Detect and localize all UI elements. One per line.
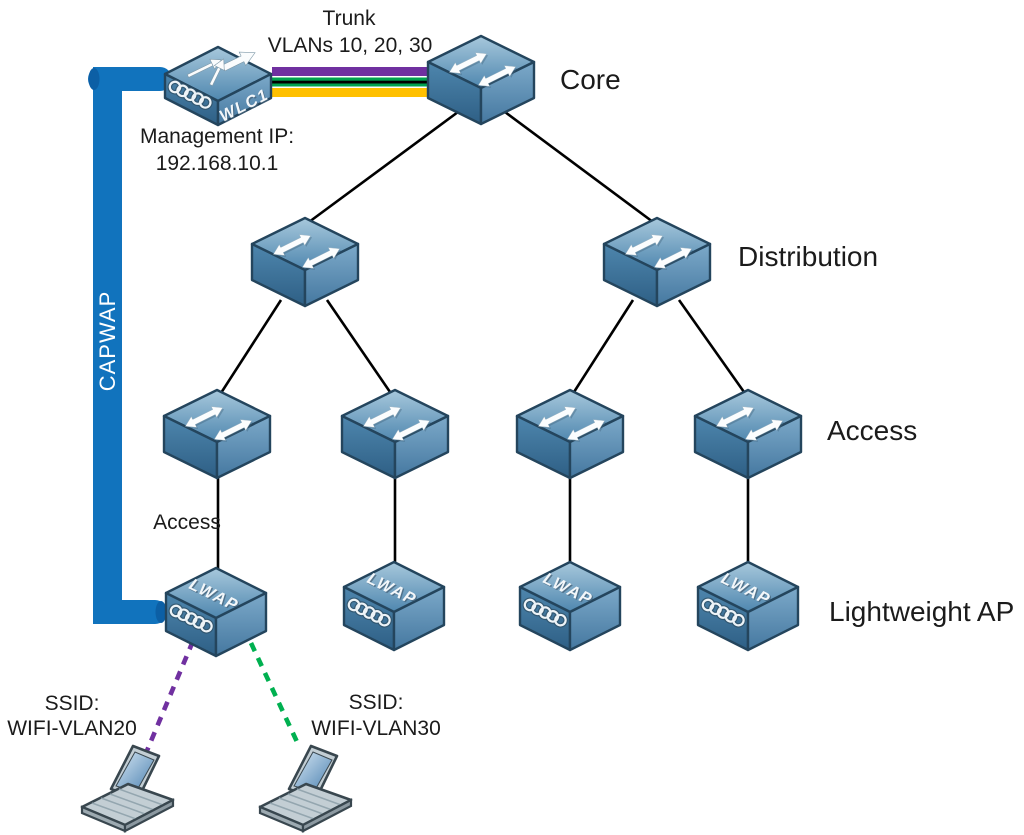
access-switch-1 <box>164 390 270 478</box>
access-switch-2 <box>342 390 448 478</box>
link-dist1-access1 <box>219 299 283 394</box>
lwap-2: LWAP LWAP <box>342 560 446 652</box>
access-switch-3 <box>517 390 623 478</box>
link-core-dist1 <box>308 110 459 224</box>
link-dist1-access2 <box>325 299 392 393</box>
ssid-vlan20-label-line2: WIFI-VLAN20 <box>7 717 137 740</box>
capwap-tunnel-cap-bottom <box>155 601 167 623</box>
core-tier-label: Core <box>560 64 621 95</box>
link-dist2-access4 <box>677 299 746 393</box>
trunk-stripe-purple <box>272 67 430 76</box>
management-ip-value: 192.168.10.1 <box>155 152 279 175</box>
trunk-label-line2: VLANs 10, 20, 30 <box>267 34 433 57</box>
distribution-tier-label: Distribution <box>738 241 879 272</box>
capwap-tunnel-bottom <box>93 600 167 624</box>
access-tier-label: Access <box>827 415 918 446</box>
lwap-4: LWAP LWAP <box>696 560 800 652</box>
trunk-link <box>272 67 430 97</box>
wlc-arrows-icon <box>186 51 256 87</box>
ssid-vlan30-label-line2: WIFI-VLAN30 <box>311 717 441 740</box>
capwap-tunnel-vertical <box>93 67 122 624</box>
dist-switch-2 <box>604 218 710 306</box>
management-ip-label: Management IP: <box>139 125 295 148</box>
laptop-2 <box>258 744 353 833</box>
capwap-tunnel: CAPWAP <box>88 67 172 624</box>
capwap-label: CAPWAP <box>95 291 120 392</box>
capwap-tunnel-cap-top <box>88 68 100 90</box>
core-switch <box>428 36 534 124</box>
trunk-stripe-yellow <box>272 88 430 97</box>
ssid-vlan30-label-line1: SSID: <box>348 691 404 714</box>
trunk-stripe-black <box>272 80 430 84</box>
lightweight-ap-tier-label: Lightweight AP <box>829 596 1015 627</box>
lwap-1: LWAP LWAP <box>164 566 268 658</box>
ssid-vlan20-label-line1: SSID: <box>44 692 100 715</box>
link-dist2-access3 <box>572 299 635 393</box>
wireless-link-vlan30 <box>248 642 301 745</box>
wireless-link-vlan20 <box>143 640 196 754</box>
lwap-3: LWAP LWAP <box>518 560 622 652</box>
wlc1-device: WLC1 WLC1 <box>163 45 273 127</box>
trunk-label-line1: Trunk <box>322 7 376 30</box>
access-switch-4 <box>695 390 801 478</box>
wired-links <box>216 110 750 572</box>
link-core-dist2 <box>504 110 654 224</box>
access-link-label: Access <box>153 511 221 534</box>
laptop-1 <box>80 744 175 833</box>
dist-switch-1 <box>252 218 358 306</box>
